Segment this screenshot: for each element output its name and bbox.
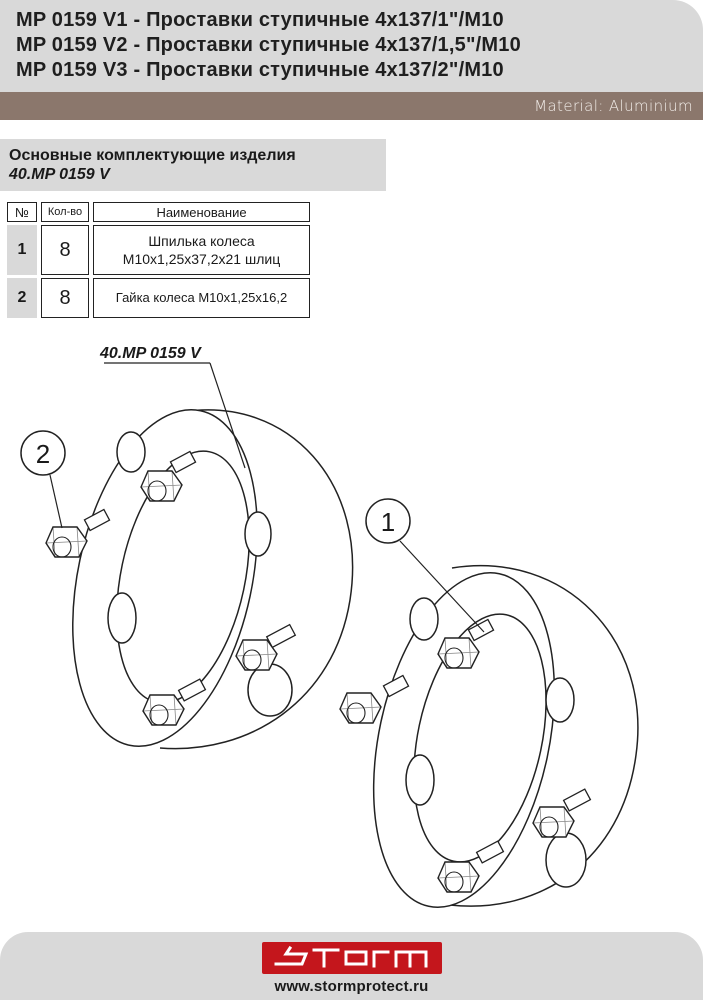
- kit-title: Основные комплектующие изделия: [9, 147, 296, 164]
- assembly-label: 40.MP 0159 V: [99, 345, 202, 362]
- material-band: Material: Aluminium: [0, 92, 703, 120]
- title-line-v2: MP 0159 V2 - Проставки ступичные 4x137/1…: [16, 34, 521, 56]
- material-label: Material: Aluminium: [534, 97, 693, 115]
- row-num: 2: [7, 278, 37, 318]
- table-row: 2 8 Гайка колеса M10x1,25x16,2: [7, 278, 310, 318]
- row-name-line1: Гайка колеса M10x1,25x16,2: [115, 290, 288, 305]
- table-header-row: № Кол-во Наименование: [7, 202, 310, 222]
- spacer-right: [372, 565, 639, 908]
- storm-logo-mark: [274, 945, 428, 968]
- storm-logo: [262, 942, 442, 974]
- spacer-left: [72, 409, 354, 750]
- header-name: Наименование: [93, 202, 310, 222]
- footer: www.stormprotect.ru: [0, 932, 703, 1000]
- row-name: Гайка колеса M10x1,25x16,2: [93, 278, 310, 318]
- title-line-v1: MP 0159 V1 - Проставки ступичные 4x137/1…: [16, 9, 504, 31]
- row-num: 1: [7, 225, 37, 275]
- row-qty: 8: [41, 278, 89, 318]
- callout-2-leader: [49, 474, 63, 529]
- table-row: 1 8 Шпилька колеса M10x1,25x37,2x21 шлиц: [7, 225, 310, 275]
- callout-2-circle: [20, 430, 66, 476]
- callout-1-circle: [365, 498, 411, 544]
- row-qty: 8: [41, 225, 89, 275]
- title-header: MP 0159 V1 - Проставки ступичные 4x137/1…: [0, 0, 703, 92]
- callout-2-number: 2: [36, 439, 50, 469]
- website-link[interactable]: www.stormprotect.ru: [274, 978, 429, 995]
- assembly-drawing: 40.MP 0159 V 2 1: [20, 345, 639, 908]
- row-name-line2: M10x1,25x37,2x21 шлиц: [122, 251, 281, 267]
- header-num: №: [7, 202, 37, 222]
- parts-table: № Кол-во Наименование 1 8 Шпилька колеса…: [3, 199, 314, 321]
- row-name: Шпилька колеса M10x1,25x37,2x21 шлиц: [93, 225, 310, 275]
- row-name-line1: Шпилька колеса: [148, 233, 255, 249]
- wheel-studs: [83, 450, 592, 864]
- callout-1-leader: [399, 540, 485, 633]
- assembly-leader: [209, 362, 246, 469]
- kit-code: 40.MP 0159 V: [9, 166, 110, 183]
- callout-1-number: 1: [381, 507, 395, 537]
- title-line-v3: MP 0159 V3 - Проставки ступичные 4x137/2…: [16, 59, 504, 81]
- header-qty: Кол-во: [41, 202, 89, 222]
- kit-heading: Основные комплектующие изделия 40.MP 015…: [0, 139, 386, 191]
